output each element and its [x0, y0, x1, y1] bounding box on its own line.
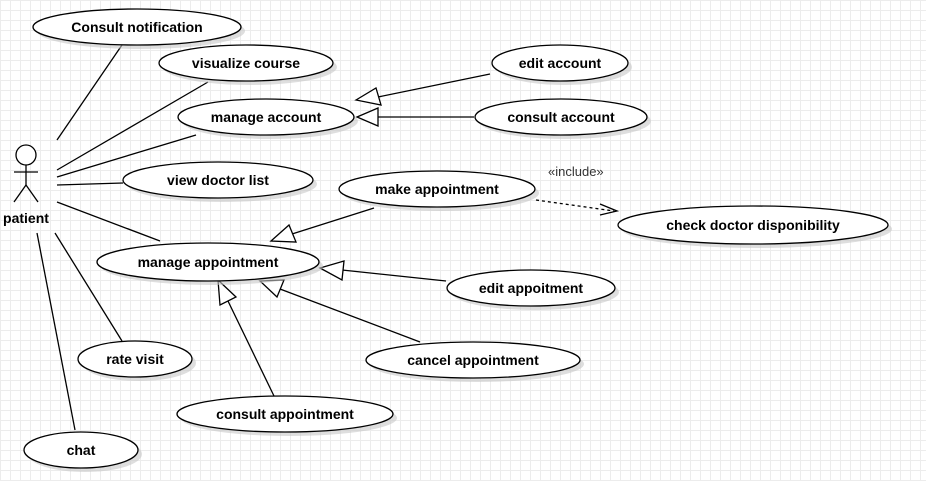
include-line	[535, 199, 615, 212]
gen-consult-appointment-arrow	[217, 278, 238, 307]
use-case-chat[interactable]: chat	[23, 431, 142, 472]
associations	[36, 44, 209, 431]
use-case-consult-notification[interactable]: Consult notification	[32, 8, 245, 49]
gen-edit-appoitment-line	[341, 269, 447, 282]
assoc-rate-visit	[54, 232, 123, 342]
generalizations	[217, 73, 491, 397]
assoc-manage-appointment	[56, 201, 161, 242]
actor-head	[15, 144, 37, 166]
assoc-manage-account	[56, 134, 197, 178]
use-case-label: edit appoitment	[479, 280, 584, 296]
use-case-label: edit account	[519, 55, 602, 71]
use-case-label: make appointment	[375, 181, 499, 197]
gen-consult-appointment-line	[226, 298, 275, 397]
use-case-view-doctor-list[interactable]: view doctor list	[122, 161, 317, 202]
gen-edit-appoitment-arrow	[318, 260, 345, 282]
use-case-label: visualize course	[192, 55, 300, 71]
use-case-label: cancel appointment	[407, 352, 539, 368]
include-dependency: «include»	[535, 164, 620, 216]
use-case-label: consult account	[507, 109, 615, 125]
include-stereotype-label: «include»	[548, 164, 604, 179]
gen-edit-account-line	[377, 73, 491, 98]
use-case-visualize-course[interactable]: visualize course	[158, 44, 337, 85]
assoc-view-doctor-list	[56, 182, 124, 186]
actor-patient[interactable]: patient	[3, 144, 49, 226]
gen-make-appointment-line	[291, 207, 375, 235]
use-case-label: manage appointment	[138, 254, 279, 270]
gen-consult-account-arrow	[355, 107, 379, 127]
use-case-label: check doctor disponibility	[666, 217, 840, 233]
use-case-label: chat	[67, 442, 96, 458]
use-case-label: rate visit	[106, 351, 164, 367]
assoc-consult-notification	[56, 44, 123, 141]
use-case-edit-account[interactable]: edit account	[491, 44, 632, 85]
use-case-rate-visit[interactable]: rate visit	[77, 340, 196, 381]
gen-make-appointment-arrow	[269, 223, 297, 243]
use-case-label: Consult notification	[71, 19, 202, 35]
gen-edit-account-arrow	[354, 87, 382, 106]
use-case-make-appointment[interactable]: make appointment	[338, 170, 539, 211]
use-case-manage-account[interactable]: manage account	[177, 98, 358, 139]
actor-left-leg	[13, 184, 27, 203]
actor-right-leg	[25, 184, 39, 203]
use-case-manage-appointment[interactable]: manage appointment	[96, 242, 323, 285]
use-case-label: view doctor list	[167, 172, 269, 188]
actor-label: patient	[3, 210, 49, 226]
use-case-check-doctor-disponibility[interactable]: check doctor disponibility	[617, 205, 892, 248]
use-case-consult-account[interactable]: consult account	[474, 98, 651, 139]
include-arrowhead	[599, 203, 620, 216]
use-case-consult-appointment[interactable]: consult appointment	[176, 395, 397, 436]
assoc-chat	[36, 232, 76, 431]
use-case-edit-appoitment[interactable]: edit appoitment	[446, 269, 619, 310]
use-case-label: manage account	[211, 109, 322, 125]
use-case-cancel-appointment[interactable]: cancel appointment	[365, 341, 584, 382]
gen-cancel-appointment-line	[279, 288, 421, 343]
use-case-label: consult appointment	[216, 406, 354, 422]
assoc-visualize-course	[56, 81, 209, 171]
